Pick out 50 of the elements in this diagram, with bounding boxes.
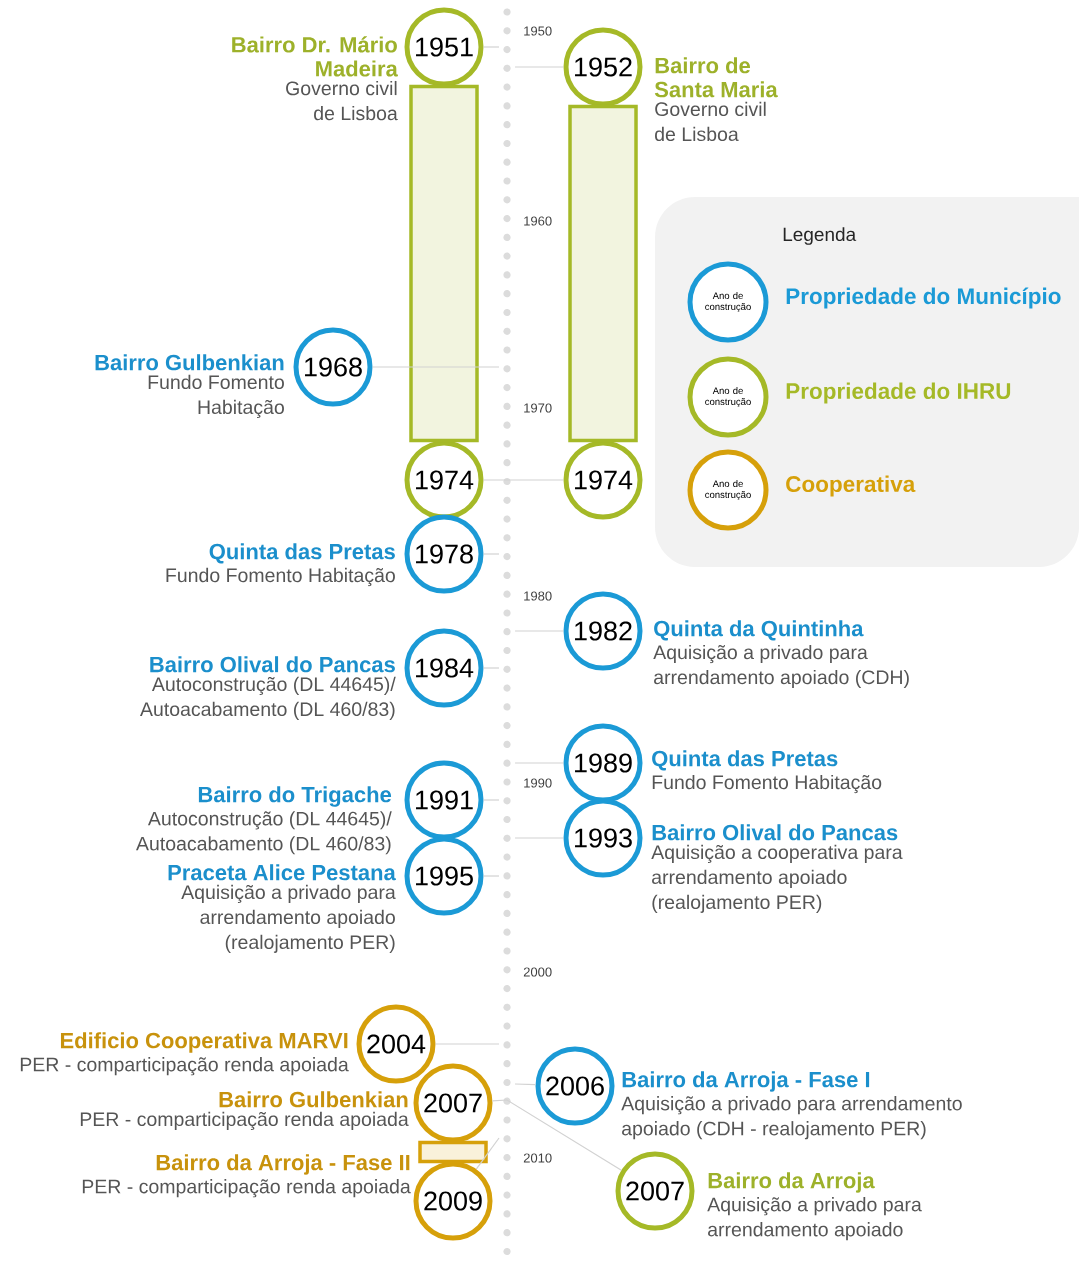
place-name: Bairro Olival do Pancas	[150, 656, 395, 673]
axis-year: 1950	[524, 26, 552, 36]
description: Fundo Fomento Habitação	[652, 774, 882, 794]
axis-year: 1980	[524, 591, 552, 601]
circle-caption: Ano de construção	[705, 292, 751, 312]
description: PER - comparticipação renda apoiada	[20, 1057, 349, 1076]
description: Aquisição a privado para arrendamento apoiado (CDH - realojamento PER)	[621, 1096, 962, 1140]
place-name: Bairro da Arroja - Fase I	[622, 1071, 870, 1092]
circle-caption: Ano de construção	[705, 480, 751, 500]
place-name: Praceta Alice Pestana	[168, 864, 396, 881]
description: Aquisição a cooperativa para arrendamento apoiado (realojamento PER)	[651, 844, 903, 913]
place-name: Quinta da Quintinha	[654, 620, 864, 641]
place-name: Quinta das Pretas	[209, 543, 395, 564]
axis-year: 1990	[524, 778, 552, 788]
leader-line	[475, 1137, 500, 1170]
range-band	[409, 84, 479, 443]
range-band	[568, 104, 638, 443]
axis-year: 2000	[523, 967, 552, 977]
place-name: Bairro do Trigache	[198, 786, 392, 807]
description: Aquisição a privado para arrendamento apoiado (CDH)	[653, 644, 909, 689]
place-name: Quinta das Pretas	[652, 750, 838, 771]
place-name: Bairro Gulbenkian	[219, 1091, 408, 1108]
description: Autoconstrução (DL 44645)/ Autoacabamento (DL 460/83)	[136, 811, 392, 855]
place-name: Bairro da Arroja	[708, 1172, 875, 1193]
leader-line	[491, 1099, 622, 1171]
legend-text: Cooperativa	[786, 475, 916, 497]
axis-year: 2010	[523, 1153, 552, 1163]
description: Aquisição a privado para arrendamento apoiado	[707, 1197, 922, 1241]
place-name: Bairro Olival do Pancas	[652, 824, 898, 841]
range-band	[418, 1140, 488, 1164]
description: Fundo Fomento Habitação	[148, 374, 284, 418]
place-name: Bairro Dr. Mário Madeira	[232, 36, 398, 77]
description: Fundo Fomento Habitação	[166, 567, 395, 587]
leader-line	[514, 1083, 537, 1086]
description: PER - comparticipação renda apoiada	[82, 1179, 411, 1198]
description: Aquisição a privado para arrendamento apoiado (realojamento PER)	[181, 884, 396, 953]
legend-text: Propriedade do IHRU	[786, 382, 1011, 404]
description: Governo civil de Lisboa	[655, 101, 766, 142]
place-name: Bairro Gulbenkian	[95, 354, 284, 371]
legend-text: Propriedade do Município	[786, 287, 1061, 309]
axis-year: 1970	[524, 403, 552, 413]
circle-caption: Ano de construção	[705, 387, 751, 407]
description: PER - comparticipação renda apoiada	[80, 1111, 409, 1130]
place-name: Bairro de Santa Maria	[654, 57, 778, 98]
description: Autoconstrução (DL 44645)/ Autoacabamento (DL 460/83)	[140, 676, 396, 720]
place-name: Edificio Cooperativa MARVI	[60, 1032, 348, 1053]
axis-year: 1960	[524, 216, 552, 226]
legend-title: Legenda	[783, 227, 857, 245]
description: Governo civil de Lisboa	[286, 80, 398, 121]
place-name: Bairro da Arroja - Fase II	[156, 1154, 410, 1175]
